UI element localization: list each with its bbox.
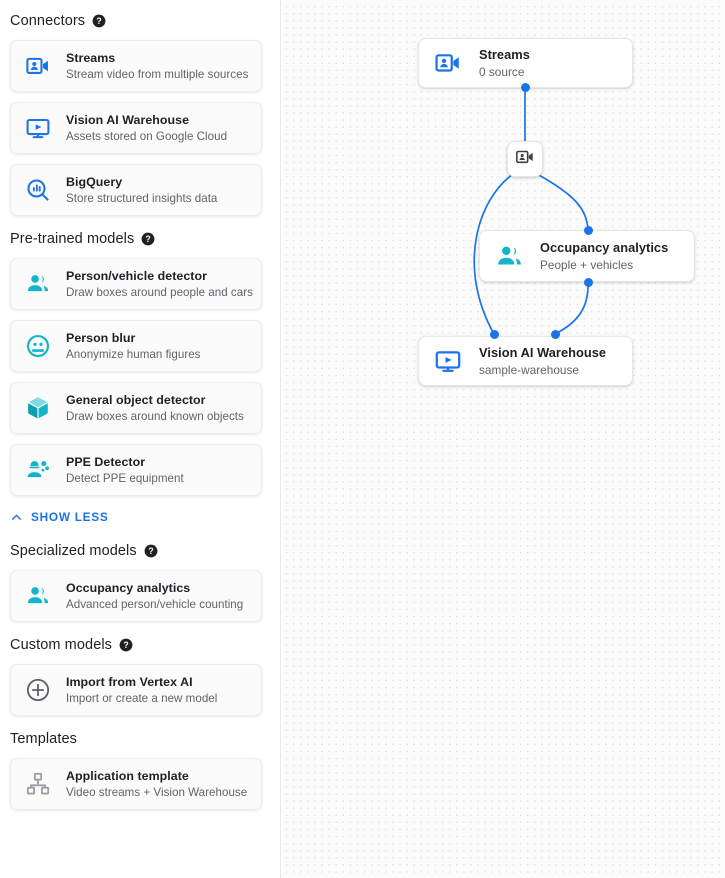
people-group-icon <box>25 583 51 609</box>
section-header-pre-trained-models: Pre-trained models ? <box>0 228 280 250</box>
help-filled-icon[interactable]: ? <box>119 638 133 652</box>
cube-box-icon <box>25 395 51 421</box>
connector-card-streams[interactable]: Streams Stream video from multiple sourc… <box>10 40 262 92</box>
model-card-person-vehicle-detector[interactable]: Person/vehicle detector Draw boxes aroun… <box>10 258 262 310</box>
section-title: Custom models <box>10 637 113 653</box>
card-title: PPE Detector <box>66 454 146 469</box>
model-card-occupancy-analytics[interactable]: Occupancy analytics Advanced person/vehi… <box>10 570 262 622</box>
video-monitor-play-icon <box>25 115 51 141</box>
card-subtitle: Advanced person/vehicle counting <box>66 597 244 611</box>
graph-canvas[interactable]: Streams 0 source <box>281 0 725 878</box>
node-subtitle: People + vehicles <box>540 257 634 272</box>
card-title: Streams <box>66 50 116 65</box>
video-camera-person-icon <box>433 48 463 78</box>
model-card-person-blur[interactable]: Person blur Anonymize human figures <box>10 320 262 372</box>
card-subtitle: Stream video from multiple sources <box>66 67 249 81</box>
graph-node-stream-relay[interactable] <box>507 141 543 177</box>
section-title: Templates <box>10 731 77 747</box>
svg-text:?: ? <box>148 546 153 556</box>
card-title: Person blur <box>66 330 136 345</box>
chevron-up-icon <box>10 511 23 524</box>
card-subtitle: Store structured insights data <box>66 191 218 205</box>
video-monitor-play-icon <box>433 346 463 376</box>
edge-occupancy-to-warehouse <box>554 281 589 335</box>
section-title: Specialized models <box>10 543 137 559</box>
section-title: Pre-trained models <box>10 231 135 247</box>
people-group-icon <box>25 271 51 297</box>
card-title: General object detector <box>66 392 206 407</box>
template-card-application-template[interactable]: Application template Video streams + Vis… <box>10 758 262 810</box>
model-card-import-from-vertex-ai[interactable]: Import from Vertex AI Import or create a… <box>10 664 262 716</box>
plus-circle-icon <box>25 677 51 703</box>
component-sidebar: Connectors ? Streams Stream video from m… <box>0 0 281 878</box>
people-group-icon <box>494 241 524 271</box>
port-warehouse-input-2[interactable] <box>551 330 560 339</box>
show-less-label: SHOW LESS <box>31 510 109 524</box>
svg-text:?: ? <box>123 640 128 650</box>
card-subtitle: Video streams + Vision Warehouse <box>66 785 248 799</box>
section-header-custom-models: Custom models ? <box>0 634 280 656</box>
port-warehouse-input-1[interactable] <box>490 330 499 339</box>
video-camera-person-icon <box>515 147 535 172</box>
section-header-templates: Templates <box>0 728 280 750</box>
section-header-connectors: Connectors ? <box>0 10 280 32</box>
node-title: Occupancy analytics <box>540 239 669 255</box>
port-occupancy-output[interactable] <box>584 278 593 287</box>
graph-node-vision-ai-warehouse[interactable]: Vision AI Warehouse sample-warehouse <box>418 336 633 386</box>
model-card-ppe-detector[interactable]: PPE Detector Detect PPE equipment <box>10 444 262 496</box>
node-subtitle: sample-warehouse <box>479 362 579 377</box>
ppe-helmet-person-icon <box>25 457 51 483</box>
help-filled-icon[interactable]: ? <box>92 14 106 28</box>
card-title: Import from Vertex AI <box>66 674 193 689</box>
face-blur-icon <box>25 333 51 359</box>
connector-card-vision-ai-warehouse[interactable]: Vision AI Warehouse Assets stored on Goo… <box>10 102 262 154</box>
card-subtitle: Detect PPE equipment <box>66 471 184 485</box>
graph-node-streams[interactable]: Streams 0 source <box>418 38 633 88</box>
graph-node-occupancy-analytics[interactable]: Occupancy analytics People + vehicles <box>479 230 695 282</box>
help-filled-icon[interactable]: ? <box>144 544 158 558</box>
node-title: Vision AI Warehouse <box>479 344 607 360</box>
card-subtitle: Import or create a new model <box>66 691 218 705</box>
connector-card-bigquery[interactable]: BigQuery Store structured insights data <box>10 164 262 216</box>
node-title: Streams <box>479 46 530 62</box>
card-title: Application template <box>66 768 189 783</box>
account-tree-icon <box>25 771 51 797</box>
port-occupancy-input[interactable] <box>584 226 593 235</box>
node-subtitle: 0 source <box>479 64 525 79</box>
svg-text:?: ? <box>146 234 151 244</box>
section-header-specialized-models: Specialized models ? <box>0 540 280 562</box>
edge-relay-to-occupancy <box>536 173 589 231</box>
video-camera-person-icon <box>25 53 51 79</box>
card-title: BigQuery <box>66 174 123 189</box>
card-subtitle: Anonymize human figures <box>66 347 201 361</box>
show-less-button[interactable]: SHOW LESS <box>10 506 280 528</box>
card-subtitle: Assets stored on Google Cloud <box>66 129 228 143</box>
card-title: Occupancy analytics <box>66 580 191 595</box>
help-filled-icon[interactable]: ? <box>141 232 155 246</box>
section-title: Connectors <box>10 13 86 29</box>
svg-text:?: ? <box>96 16 101 26</box>
card-subtitle: Draw boxes around people and cars <box>66 285 253 299</box>
card-subtitle: Draw boxes around known objects <box>66 409 244 423</box>
graph-edges <box>473 87 589 335</box>
card-title: Vision AI Warehouse <box>66 112 190 127</box>
port-streams-output[interactable] <box>521 83 530 92</box>
card-title: Person/vehicle detector <box>66 268 207 283</box>
model-card-general-object-detector[interactable]: General object detector Draw boxes aroun… <box>10 382 262 434</box>
bigquery-magnifier-icon <box>25 177 51 203</box>
